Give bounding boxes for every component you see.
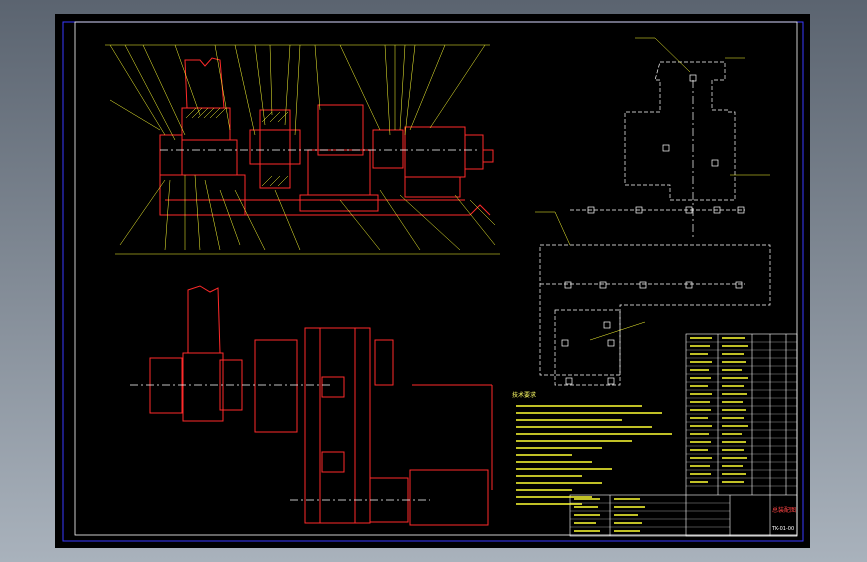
section-hatching	[185, 107, 289, 187]
foundation-pit	[554, 309, 621, 386]
coupling-left	[259, 109, 291, 189]
technical-notes-title: 技术要求	[512, 392, 537, 399]
plan-left-bearing	[149, 357, 183, 414]
foundation-lower-outline	[539, 244, 771, 376]
leader-lines	[109, 44, 496, 251]
motor-end	[482, 149, 494, 163]
plan-bearing-2	[321, 451, 345, 473]
reducer-base	[299, 194, 379, 212]
motor-foot	[404, 176, 461, 198]
plan-flange	[374, 339, 394, 386]
parts-list-text-marks	[574, 337, 748, 532]
plan-bearing-1	[321, 376, 345, 398]
plan-reducer-inner	[319, 327, 356, 524]
drawing-name: 总装配图	[772, 507, 797, 514]
coupling-body	[249, 129, 301, 165]
plan-coupling	[254, 339, 298, 433]
inner-frame	[74, 21, 798, 536]
plan-motor	[409, 469, 489, 526]
technical-notes: 技术要求	[512, 392, 537, 400]
plan-gear-housing	[182, 352, 224, 422]
reducer-upper	[317, 104, 364, 156]
technical-notes-body	[516, 405, 672, 505]
parts-list-rows	[570, 341, 797, 528]
title-block-box	[569, 494, 798, 537]
foundation-upper-outline	[624, 61, 736, 201]
small-coupling	[372, 129, 404, 169]
foundation-leaders	[535, 37, 770, 341]
title-block	[569, 333, 798, 537]
anchor-bolts	[561, 74, 745, 385]
base-frame-line	[170, 204, 491, 216]
balloon-labels-top	[105, 44, 500, 255]
drawing-number: TK-01-00	[772, 526, 795, 532]
plan-view	[130, 285, 493, 526]
sheet-background	[55, 14, 810, 548]
front-elevation-view	[159, 57, 494, 216]
foundation-plan	[539, 61, 771, 386]
